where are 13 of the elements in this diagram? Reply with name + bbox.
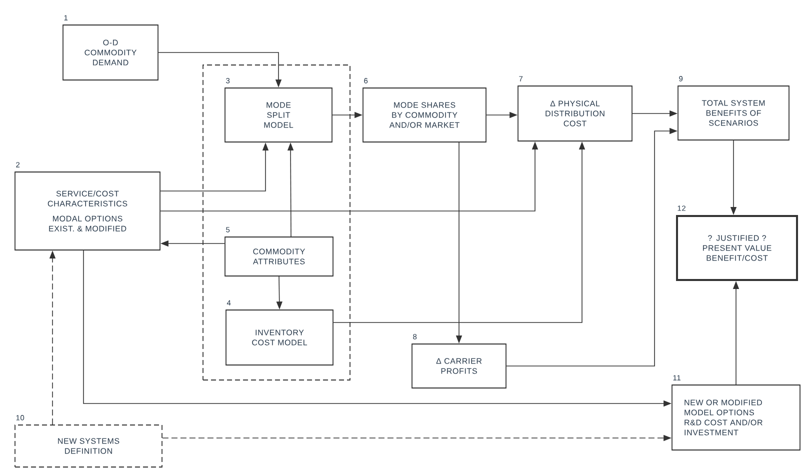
process-box: O-D COMMODITY DEMAND	[62, 24, 158, 80]
process-box: INVENTORY COST MODEL	[226, 310, 334, 366]
dashed-group-box	[202, 64, 350, 380]
process-box: MODE SHARES BY COMMODITY AND/OR MARKET	[362, 88, 486, 142]
process-box: Δ CARRIER PROFITS	[412, 344, 506, 388]
process-box: SERVICE/COST CHARACTERISTICS MODAL OPTIONS EXIST. & MODIFIED	[14, 172, 160, 250]
process-box: ? JUSTIFIED ? PRESENT VALUE BENEFIT/COST	[676, 215, 798, 281]
process-box: MODE SPLIT MODEL	[224, 88, 332, 142]
process-box: NEW SYSTEMS DEFINITION	[14, 424, 162, 468]
process-box: TOTAL SYSTEM BENEFITS OF SCENARIOS	[678, 86, 790, 140]
process-box: COMMODITY ATTRIBUTES	[224, 236, 334, 276]
process-box: Δ PHYSICAL DISTRIBUTION COST	[518, 86, 632, 142]
process-box: NEW OR MODIFIED MODEL OPTIONS R&D COST AND/OR INVESTMENT	[672, 384, 800, 450]
